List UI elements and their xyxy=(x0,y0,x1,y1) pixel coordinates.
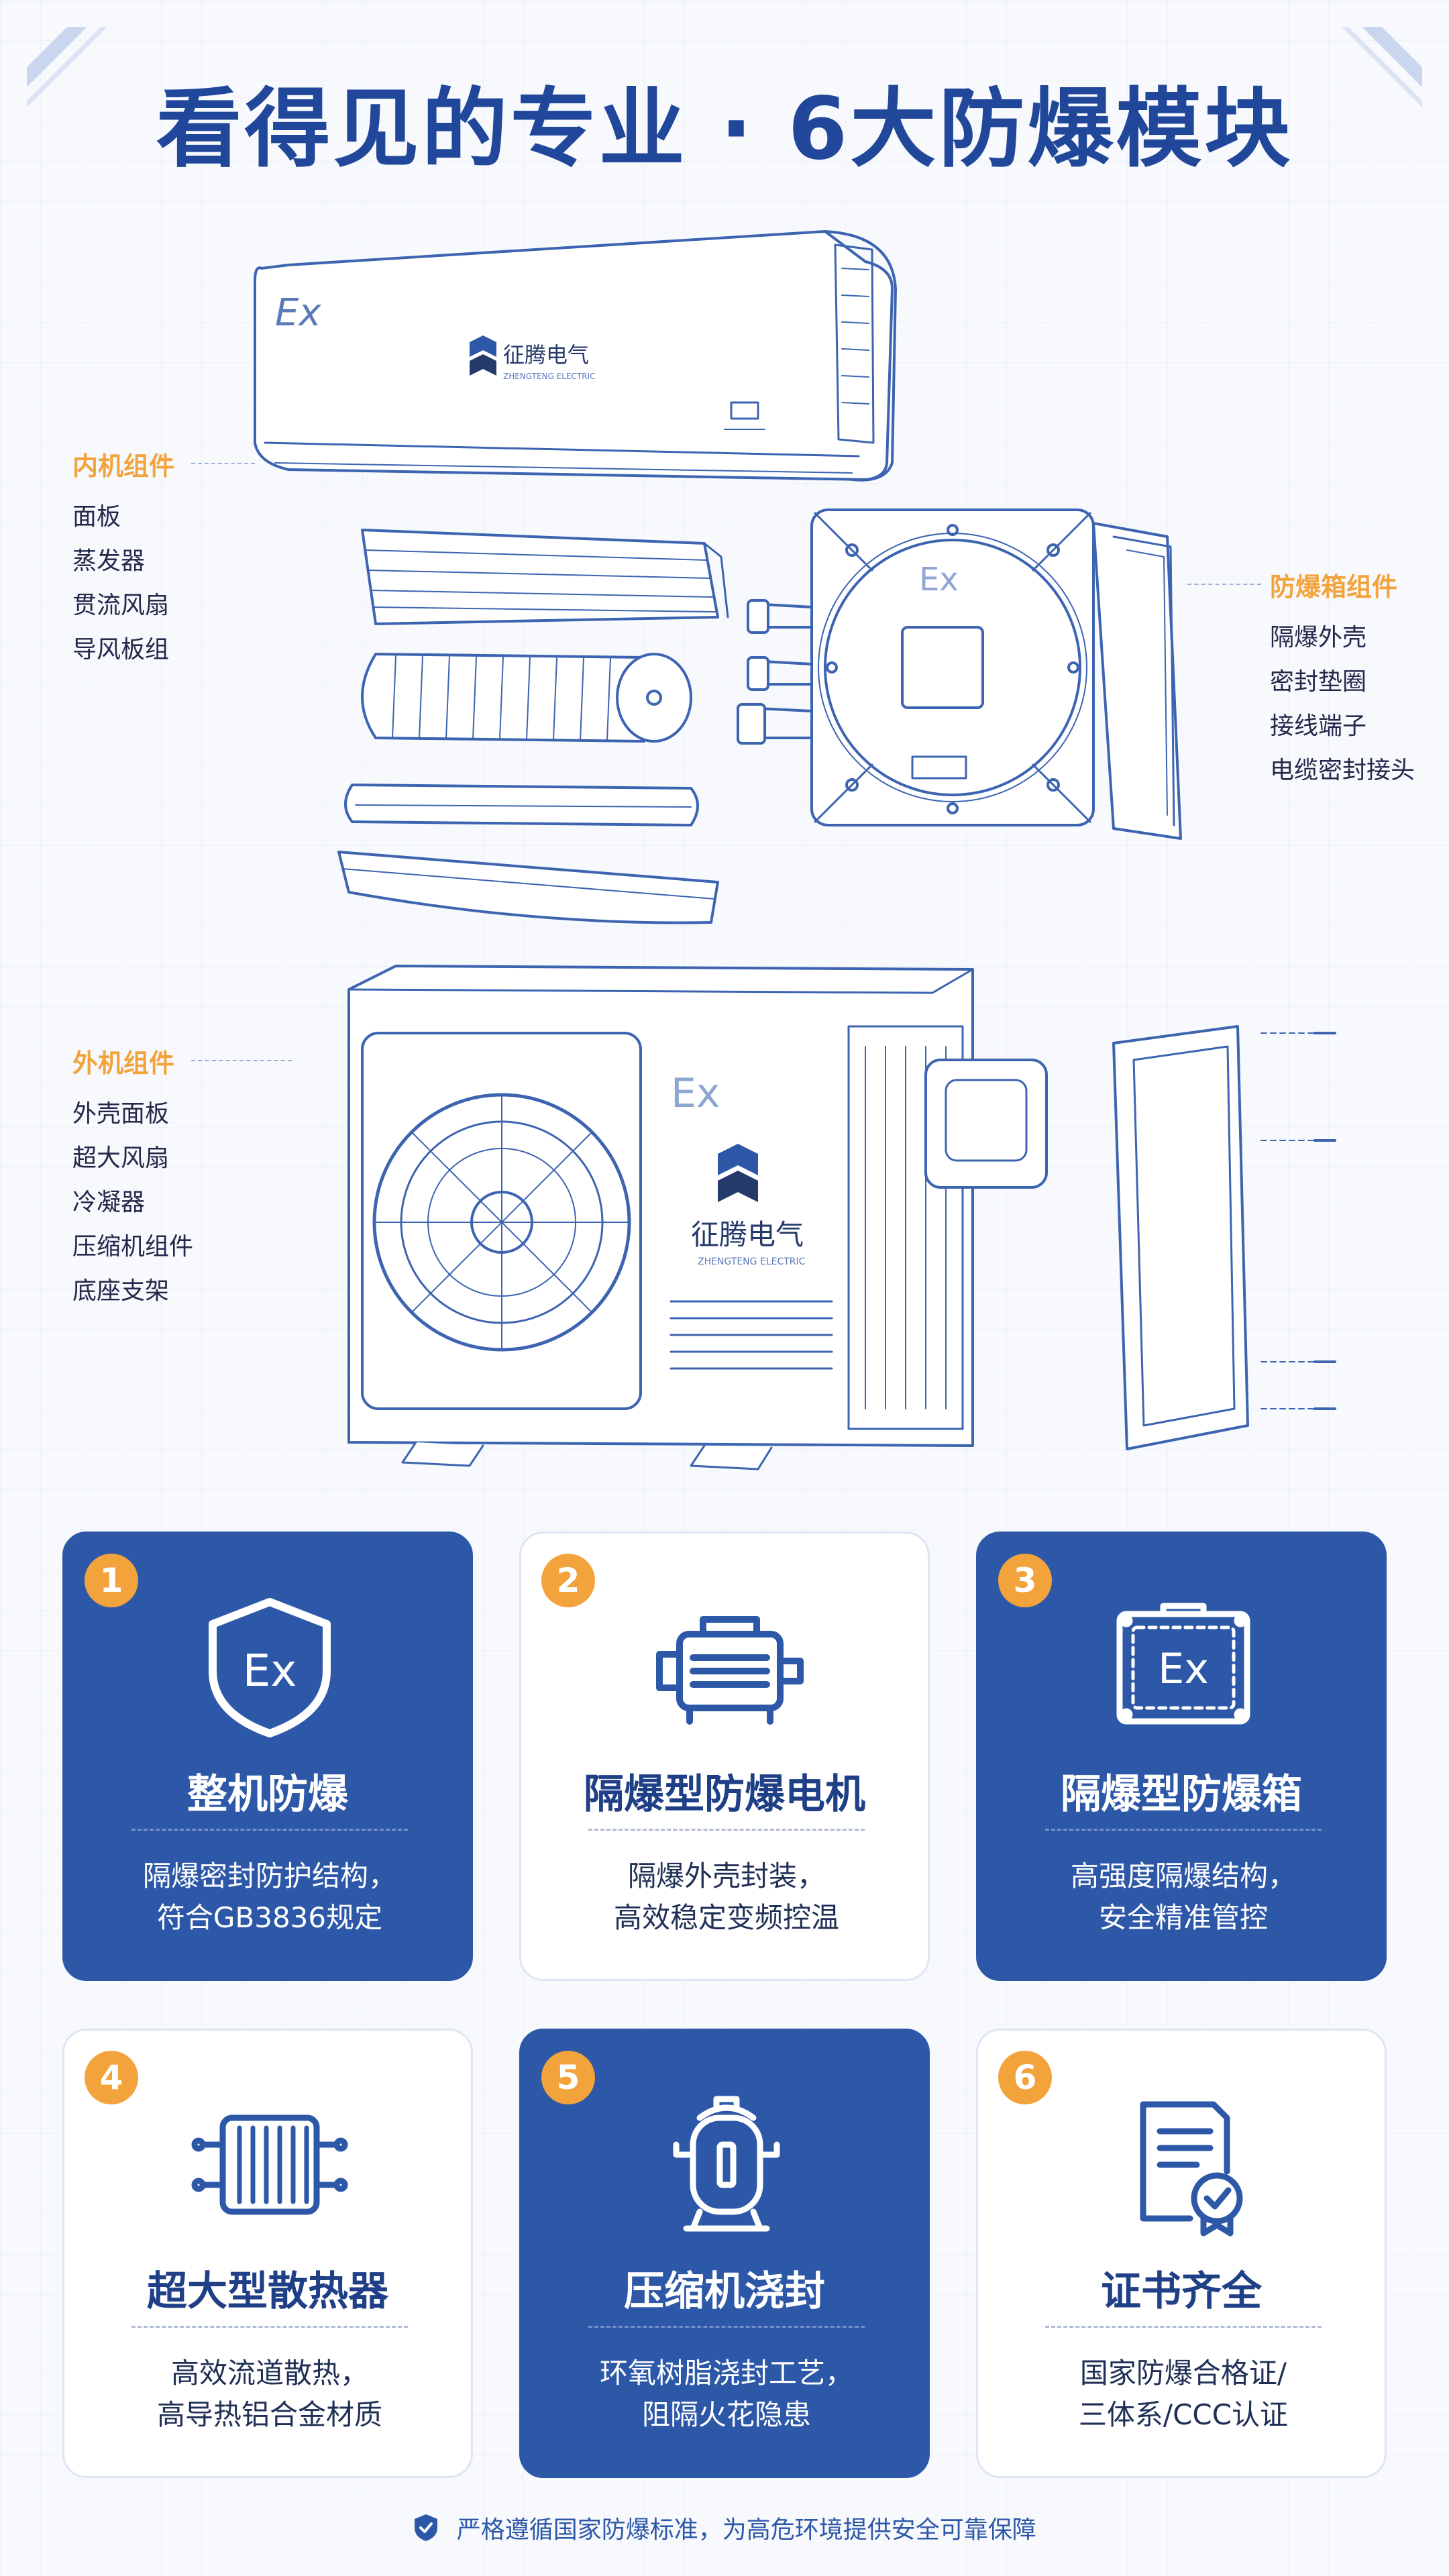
indoor-brand-name: 征腾电气 xyxy=(503,342,589,368)
module-card-4: 4 超大型散热器 高效流道散热， 高导热铝合金材质 xyxy=(62,2029,473,2478)
outdoor-brand-name-en: ZHENGTENG ELECTRIC xyxy=(698,1256,806,1267)
module-title: 隔爆型防爆电机 xyxy=(584,1771,865,1818)
list-item: 压缩机组件 xyxy=(72,1233,194,1260)
list-item: 导风板组 xyxy=(72,636,170,663)
radiator-icon xyxy=(191,2114,348,2215)
module-number-badge: 4 xyxy=(85,2051,138,2104)
list-item: 接线端子 xyxy=(1270,712,1367,740)
module-description: 隔爆外壳封装， 高效稳定变频控温 xyxy=(613,1860,839,1934)
module-title: 隔爆型防爆箱 xyxy=(1061,1771,1302,1818)
motor-icon xyxy=(656,1616,804,1725)
list-item: 面板 xyxy=(72,503,121,531)
box-label-leader xyxy=(1187,584,1261,585)
module-number-badge: 6 xyxy=(998,2051,1052,2104)
outdoor-components-list: 外壳面板 超大风扇 冷凝器 压缩机组件 底座支架 xyxy=(72,1092,193,1313)
module-title: 压缩机浇封 xyxy=(624,2268,825,2315)
list-item: 贯流风扇 xyxy=(72,592,170,619)
module-card-2: 2 隔爆型防爆电机 隔爆外壳封装， 高效稳定变频控温 xyxy=(519,1532,930,1981)
indoor-brand-logo-icon xyxy=(470,335,496,376)
evaporator-part xyxy=(344,784,699,826)
module-card-5: 5 压缩机浇封 环氧树脂浇封工艺， 阻隔火花隐患 xyxy=(519,2029,930,2478)
cross-flow-fan-part xyxy=(361,653,692,743)
module-number-badge: 1 xyxy=(85,1554,138,1607)
module-card-1: 1 Ex 整机防爆 隔爆密封防护结构， 符合GB3836规定 xyxy=(62,1532,473,1981)
module-divider xyxy=(131,2326,408,2328)
outdoor-brand-logo-icon xyxy=(718,1144,758,1202)
shield-ex-label: Ex xyxy=(243,1645,297,1697)
explosion-box-icon: Ex xyxy=(1116,1603,1250,1725)
footer-note: 严格遵循国家防爆标准，为高危环境提供安全可靠保障 xyxy=(0,2510,1449,2545)
module-description: 环氧树脂浇封工艺， 阻隔火花隐患 xyxy=(599,2357,853,2431)
certificate-icon xyxy=(1140,2101,1243,2237)
list-item: 隔爆外壳 xyxy=(1270,624,1367,651)
module-divider xyxy=(588,2326,865,2328)
outdoor-ex-mark: Ex xyxy=(671,1070,720,1117)
footer-shield-icon xyxy=(415,2514,438,2541)
module-number-badge: 3 xyxy=(998,1554,1052,1607)
corner-decoration-icon xyxy=(1342,27,1422,107)
shield-ex-icon: Ex xyxy=(209,1598,331,1737)
module-title: 整机防爆 xyxy=(187,1771,348,1818)
corner-decoration-icon xyxy=(27,27,107,107)
module-divider xyxy=(1045,1829,1322,1831)
indoor-components-label: 内机组件 xyxy=(72,451,175,481)
list-item: 超大风扇 xyxy=(72,1144,170,1172)
module-card-3: 3 Ex 隔爆型防爆箱 高强度隔爆结构， 安全精准管控 xyxy=(976,1532,1387,1981)
module-number-badge: 2 xyxy=(541,1554,595,1607)
outdoor-unit xyxy=(347,965,1048,1470)
module-description: 高强度隔爆结构， 安全精准管控 xyxy=(1070,1860,1296,1934)
indoor-components-list: 面板 蒸发器 贯流风扇 导风板组 xyxy=(72,495,169,672)
list-item: 冷凝器 xyxy=(72,1189,146,1216)
module-divider xyxy=(588,1829,865,1831)
footer-text: 严格遵循国家防爆标准，为高危环境提供安全可靠保障 xyxy=(456,2516,1036,2544)
side-panel-part xyxy=(1112,1025,1336,1450)
outdoor-components-label: 外机组件 xyxy=(72,1049,175,1078)
module-description: 高效流道散热， 高导热铝合金材质 xyxy=(156,2357,382,2431)
box-components-label: 防爆箱组件 xyxy=(1270,572,1398,602)
module-divider xyxy=(1045,2326,1322,2328)
list-item: 密封垫圈 xyxy=(1270,668,1367,696)
list-item: 外壳面板 xyxy=(72,1100,170,1128)
module-divider xyxy=(131,1829,408,1831)
list-item: 电缆密封接头 xyxy=(1270,757,1415,784)
list-item: 底座支架 xyxy=(72,1277,170,1305)
indoor-brand-name-en: ZHENGTENG ELECTRIC xyxy=(503,372,596,381)
outdoor-brand-name: 征腾电气 xyxy=(691,1218,804,1251)
panel-part xyxy=(361,529,729,625)
list-item: 蒸发器 xyxy=(72,547,146,575)
page-title: 看得见的专业 · 6大防爆模块 xyxy=(156,79,1293,179)
box-components-list: 隔爆外壳 密封垫圈 接线端子 电缆密封接头 xyxy=(1270,616,1415,793)
module-number-badge: 5 xyxy=(541,2051,595,2104)
indoor-unit xyxy=(254,230,897,482)
box-ex-label: Ex xyxy=(1158,1644,1209,1693)
outdoor-label-leader xyxy=(191,1060,292,1061)
louver-part xyxy=(337,851,719,924)
exploded-diagram: Ex 征腾电气 ZHENGTENG ELECTRIC xyxy=(254,230,1336,1470)
module-description: 国家防爆合格证/ 三体系/CCC认证 xyxy=(1078,2357,1289,2431)
module-title: 证书齐全 xyxy=(1101,2268,1262,2315)
box-ex-mark: Ex xyxy=(919,561,959,598)
module-card-6: 6 证书齐全 国家防爆合格证/ 三体系/CCC认证 xyxy=(976,2029,1387,2478)
module-title: 超大型散热器 xyxy=(147,2268,388,2315)
indoor-label-leader xyxy=(191,463,255,464)
explosion-proof-box xyxy=(737,508,1182,840)
module-description: 隔爆密封防护结构， 符合GB3836规定 xyxy=(142,1860,396,1934)
compressor-icon xyxy=(673,2096,780,2232)
indoor-ex-mark: Ex xyxy=(275,291,321,335)
